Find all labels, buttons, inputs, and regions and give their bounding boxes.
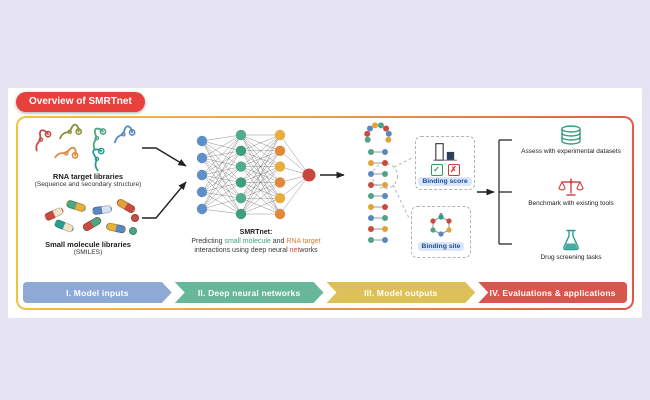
balance-scale-icon <box>558 178 584 196</box>
binding-site-label: Binding site <box>417 241 465 251</box>
rna-library-title: RNA target libraries <box>52 172 124 181</box>
rna-structure-icon <box>59 123 83 140</box>
binding-site-box: Binding site <box>411 206 471 258</box>
rna-library-icons <box>30 122 142 172</box>
rna-structure-icon <box>114 125 136 144</box>
network-caption-text: Predicting small molecule and RNA target… <box>191 238 321 255</box>
neural-network-diagram <box>196 129 316 220</box>
rna-structure-icon <box>35 129 52 152</box>
arrow-rna-to-network <box>142 147 187 167</box>
capsule-icon <box>53 218 75 234</box>
score-check-row: ✓ ✗ <box>430 163 460 176</box>
capsule-icon <box>105 222 127 234</box>
bracket-line <box>498 139 512 245</box>
small-molecule-icons <box>43 197 140 236</box>
applications-column: Assess with experimental datasets Benchm… <box>512 118 630 280</box>
application-label: Benchmark with existing tools <box>528 200 614 207</box>
small-molecule-subtitle: (SMILES) <box>73 249 103 257</box>
figure-frame: RNA target libraries (Sequence and secon… <box>16 116 634 310</box>
molecule-icon <box>430 213 452 237</box>
capsule-icon <box>91 204 113 216</box>
application-label: Drug screening tasks <box>540 254 602 261</box>
database-icon <box>561 125 581 145</box>
rna-library-subtitle: (Sequence and secondary structure) <box>34 181 142 189</box>
capsule-icon <box>81 215 103 233</box>
application-row-screening: Drug screening tasks <box>512 228 630 261</box>
rna-structure-icon <box>92 127 107 151</box>
check-icon: ✓ <box>430 163 443 176</box>
small-molecule-title: Small molecule libraries <box>45 240 131 249</box>
banner-evaluations-applications: IV. Evaluations & applications <box>478 282 627 303</box>
binding-score-box: ✓ ✗ Binding score <box>415 136 475 190</box>
cross-icon: ✗ <box>447 163 460 176</box>
binding-score-label: Binding score <box>418 176 472 186</box>
bar-chart-icon <box>433 143 457 161</box>
capsule-icon <box>115 197 137 215</box>
capsule-icon <box>65 199 87 213</box>
banner-deep-neural-networks: II. Deep neural networks <box>175 282 324 303</box>
rna-structure-icon <box>54 146 79 159</box>
banner-model-outputs: III. Model outputs <box>327 282 476 303</box>
banner-model-inputs: I. Model inputs <box>23 282 172 303</box>
network-caption: SMRTnet: Predicting small molecule and R… <box>181 228 331 255</box>
figure-title-badge: Overview of SMRTnet <box>16 92 145 112</box>
rna-structure-icon <box>92 147 105 172</box>
figure-frame-inner: RNA target libraries (Sequence and secon… <box>18 118 632 308</box>
capsule-icon <box>43 206 65 222</box>
flask-icon <box>563 229 579 251</box>
pill-icon <box>131 214 139 222</box>
figure-panel: Overview of SMRTnet <box>8 88 642 318</box>
application-label: Assess with experimental datasets <box>521 148 621 155</box>
rna-library-label: RNA target libraries (Sequence and secon… <box>18 172 158 190</box>
application-row-benchmark: Benchmark with existing tools <box>512 176 630 207</box>
network-caption-title: SMRTnet: <box>239 229 273 236</box>
small-molecule-label: Small molecule libraries (SMILES) <box>18 240 158 258</box>
stage-banners: I. Model inputs II. Deep neural networks… <box>23 282 627 303</box>
pill-icon <box>129 227 137 235</box>
rna-hairpin-icon <box>364 122 392 243</box>
application-row-datasets: Assess with experimental datasets <box>512 124 630 155</box>
